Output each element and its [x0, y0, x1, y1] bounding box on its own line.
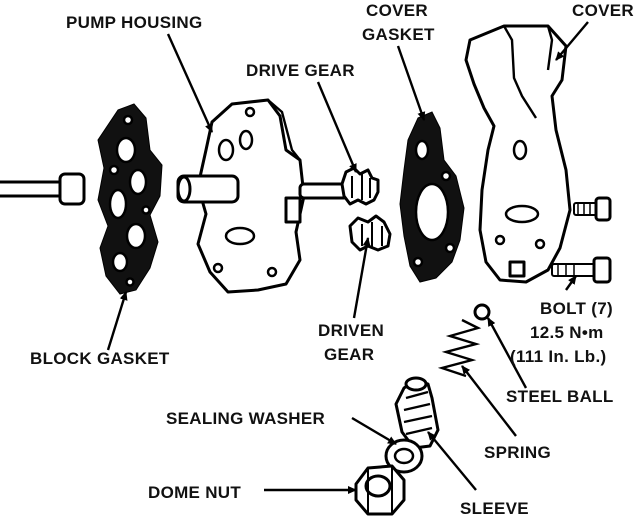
label-cover-gasket-line1: COVER	[366, 1, 428, 20]
pump-housing	[176, 98, 306, 294]
drive-gear	[298, 166, 380, 206]
leader-lines	[106, 21, 589, 494]
label-driven-gear-line1: DRIVEN	[318, 321, 384, 340]
label-spring: SPRING	[484, 443, 551, 462]
block-gasket	[97, 103, 163, 295]
dome-nut	[354, 464, 406, 516]
leader-cover	[555, 21, 589, 61]
leader-drive-gear	[316, 81, 358, 173]
relief-sleeve	[394, 376, 440, 450]
driven-gear	[348, 214, 392, 252]
label-sealing-washer: SEALING WASHER	[166, 409, 325, 428]
leader-spring	[461, 365, 517, 437]
leader-bolt	[565, 275, 577, 291]
steel-ball	[473, 303, 491, 321]
label-sleeve: SLEEVE	[460, 499, 529, 518]
label-bolt-line1: BOLT (7)	[540, 299, 613, 318]
label-bolt-line2: 12.5 N•m	[530, 323, 604, 342]
label-bolt-line3: (111 In. Lb.)	[510, 347, 606, 366]
label-cover-gasket-line2: GASKET	[362, 25, 435, 44]
bolt-lower	[551, 256, 612, 284]
label-dome-nut: DOME NUT	[148, 483, 241, 502]
leader-sleeve	[427, 431, 477, 491]
label-pump-housing: PUMP HOUSING	[66, 13, 202, 32]
label-drive-gear: DRIVE GEAR	[246, 61, 355, 80]
leader-sealing-washer	[351, 416, 397, 446]
leader-cover-gasket	[396, 45, 426, 121]
label-block-gasket: BLOCK GASKET	[30, 349, 170, 368]
leader-block-gasket	[106, 291, 128, 351]
sealing-washer	[384, 438, 424, 474]
label-driven-gear-line2: GEAR	[324, 345, 374, 364]
label-cover: COVER	[572, 1, 634, 20]
pickup-tube	[0, 172, 86, 206]
cover-gasket	[399, 111, 465, 283]
label-steel-ball: STEEL BALL	[506, 387, 614, 406]
leader-steel-ball	[486, 317, 528, 389]
leader-driven-gear	[352, 237, 371, 319]
oil-pump-cover	[464, 24, 572, 284]
relief-spring	[437, 318, 482, 378]
leader-pump-housing	[166, 33, 214, 133]
bolt-upper	[573, 196, 612, 222]
